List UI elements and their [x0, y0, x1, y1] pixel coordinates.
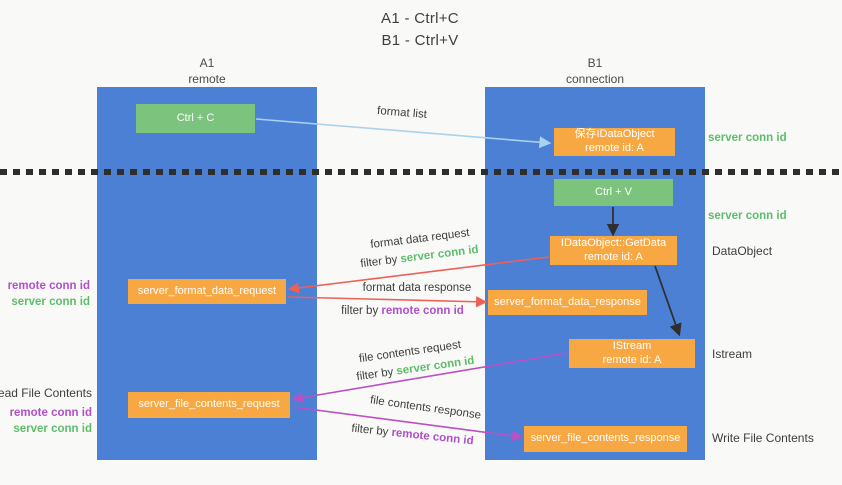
format-data-response-filter: filter by remote conn id [335, 305, 470, 317]
istream-side-label: Istream [712, 347, 753, 361]
save-dataobject-node: 保存IDataObject remote id: A [554, 128, 675, 156]
save-dataobject-line2: remote id: A [585, 142, 644, 154]
left-conn-id-block-2: remote conn id server conn id [2, 406, 92, 437]
ctrl-v-label: Ctrl + V [595, 185, 632, 198]
istream-line1: IStream [612, 339, 652, 352]
filter-by-prefix-2: filter by [341, 305, 382, 317]
server-format-data-response-node: server_format_data_response [488, 290, 647, 315]
ctrl-c-label: Ctrl + C [176, 111, 215, 124]
server-format-data-request-label: server_format_data_request [137, 284, 277, 297]
getdata-line2: remote id: A [584, 250, 643, 263]
section-divider-dashed-line [0, 169, 842, 175]
server-conn-id-label-1: server conn id [11, 295, 90, 308]
server-conn-id-top-label: server conn id [708, 132, 787, 144]
filter-by-value-1: server conn id [399, 243, 480, 266]
save-dataobject-line1: 保存IDataObject [574, 128, 655, 141]
right-column-header: B1 connection [485, 56, 705, 87]
istream-line2: remote id: A [602, 353, 662, 366]
read-file-contents-label: Read File Contents [0, 386, 92, 400]
left-column-subtitle: remote [188, 71, 226, 86]
ctrl-v-node: Ctrl + V [554, 179, 673, 206]
file-contents-response-label: file contents response [369, 394, 482, 422]
left-column-header: A1 remote [97, 56, 317, 87]
getdata-line1: IDataObject::GetData [560, 236, 667, 249]
file-contents-response-filter: filter by remote conn id [345, 422, 481, 448]
dataobject-label: DataObject [712, 244, 773, 258]
server-file-contents-response-node: server_file_contents_response [524, 426, 687, 452]
filter-by-value-2: remote conn id [381, 305, 464, 317]
format-data-response-arrow [287, 296, 488, 308]
right-column-subtitle: connection [565, 71, 625, 86]
format-data-response-label: format data response [362, 282, 472, 294]
format-list-label: format list [376, 105, 428, 121]
filter-by-prefix-4: filter by [350, 422, 393, 439]
left-conn-id-block-1: remote conn id server conn id [0, 279, 90, 310]
title-line-1: A1 - Ctrl+C [381, 10, 459, 27]
server-file-contents-request-node: server_file_contents_request [128, 392, 290, 418]
server-conn-id-mid-label: server conn id [708, 210, 787, 222]
filter-by-prefix-3: filter by [355, 365, 398, 384]
server-file-contents-request-label: server_file_contents_request [138, 398, 280, 411]
filter-by-value-4: remote conn id [390, 426, 475, 448]
ctrl-c-node: Ctrl + C [136, 104, 255, 133]
right-column-name: B1 [587, 56, 603, 70]
server-format-data-response-label: server_format_data_response [494, 295, 641, 308]
diagram-title: A1 - Ctrl+C B1 - Ctrl+V [300, 8, 540, 52]
left-column-name: A1 [199, 56, 215, 70]
istream-node: IStream remote id: A [569, 339, 695, 368]
title-line-2: B1 - Ctrl+V [381, 31, 459, 49]
server-conn-id-label-2: server conn id [13, 422, 92, 435]
getdata-node: IDataObject::GetData remote id: A [550, 236, 677, 265]
server-file-contents-response-label: server_file_contents_response [530, 432, 681, 445]
remote-conn-id-label-1: remote conn id [7, 280, 90, 292]
server-format-data-request-node: server_format_data_request [128, 279, 286, 304]
filter-by-prefix-1: filter by [359, 253, 402, 271]
remote-conn-id-label-2: remote conn id [9, 407, 92, 419]
write-file-contents-label: Write File Contents [712, 431, 814, 445]
